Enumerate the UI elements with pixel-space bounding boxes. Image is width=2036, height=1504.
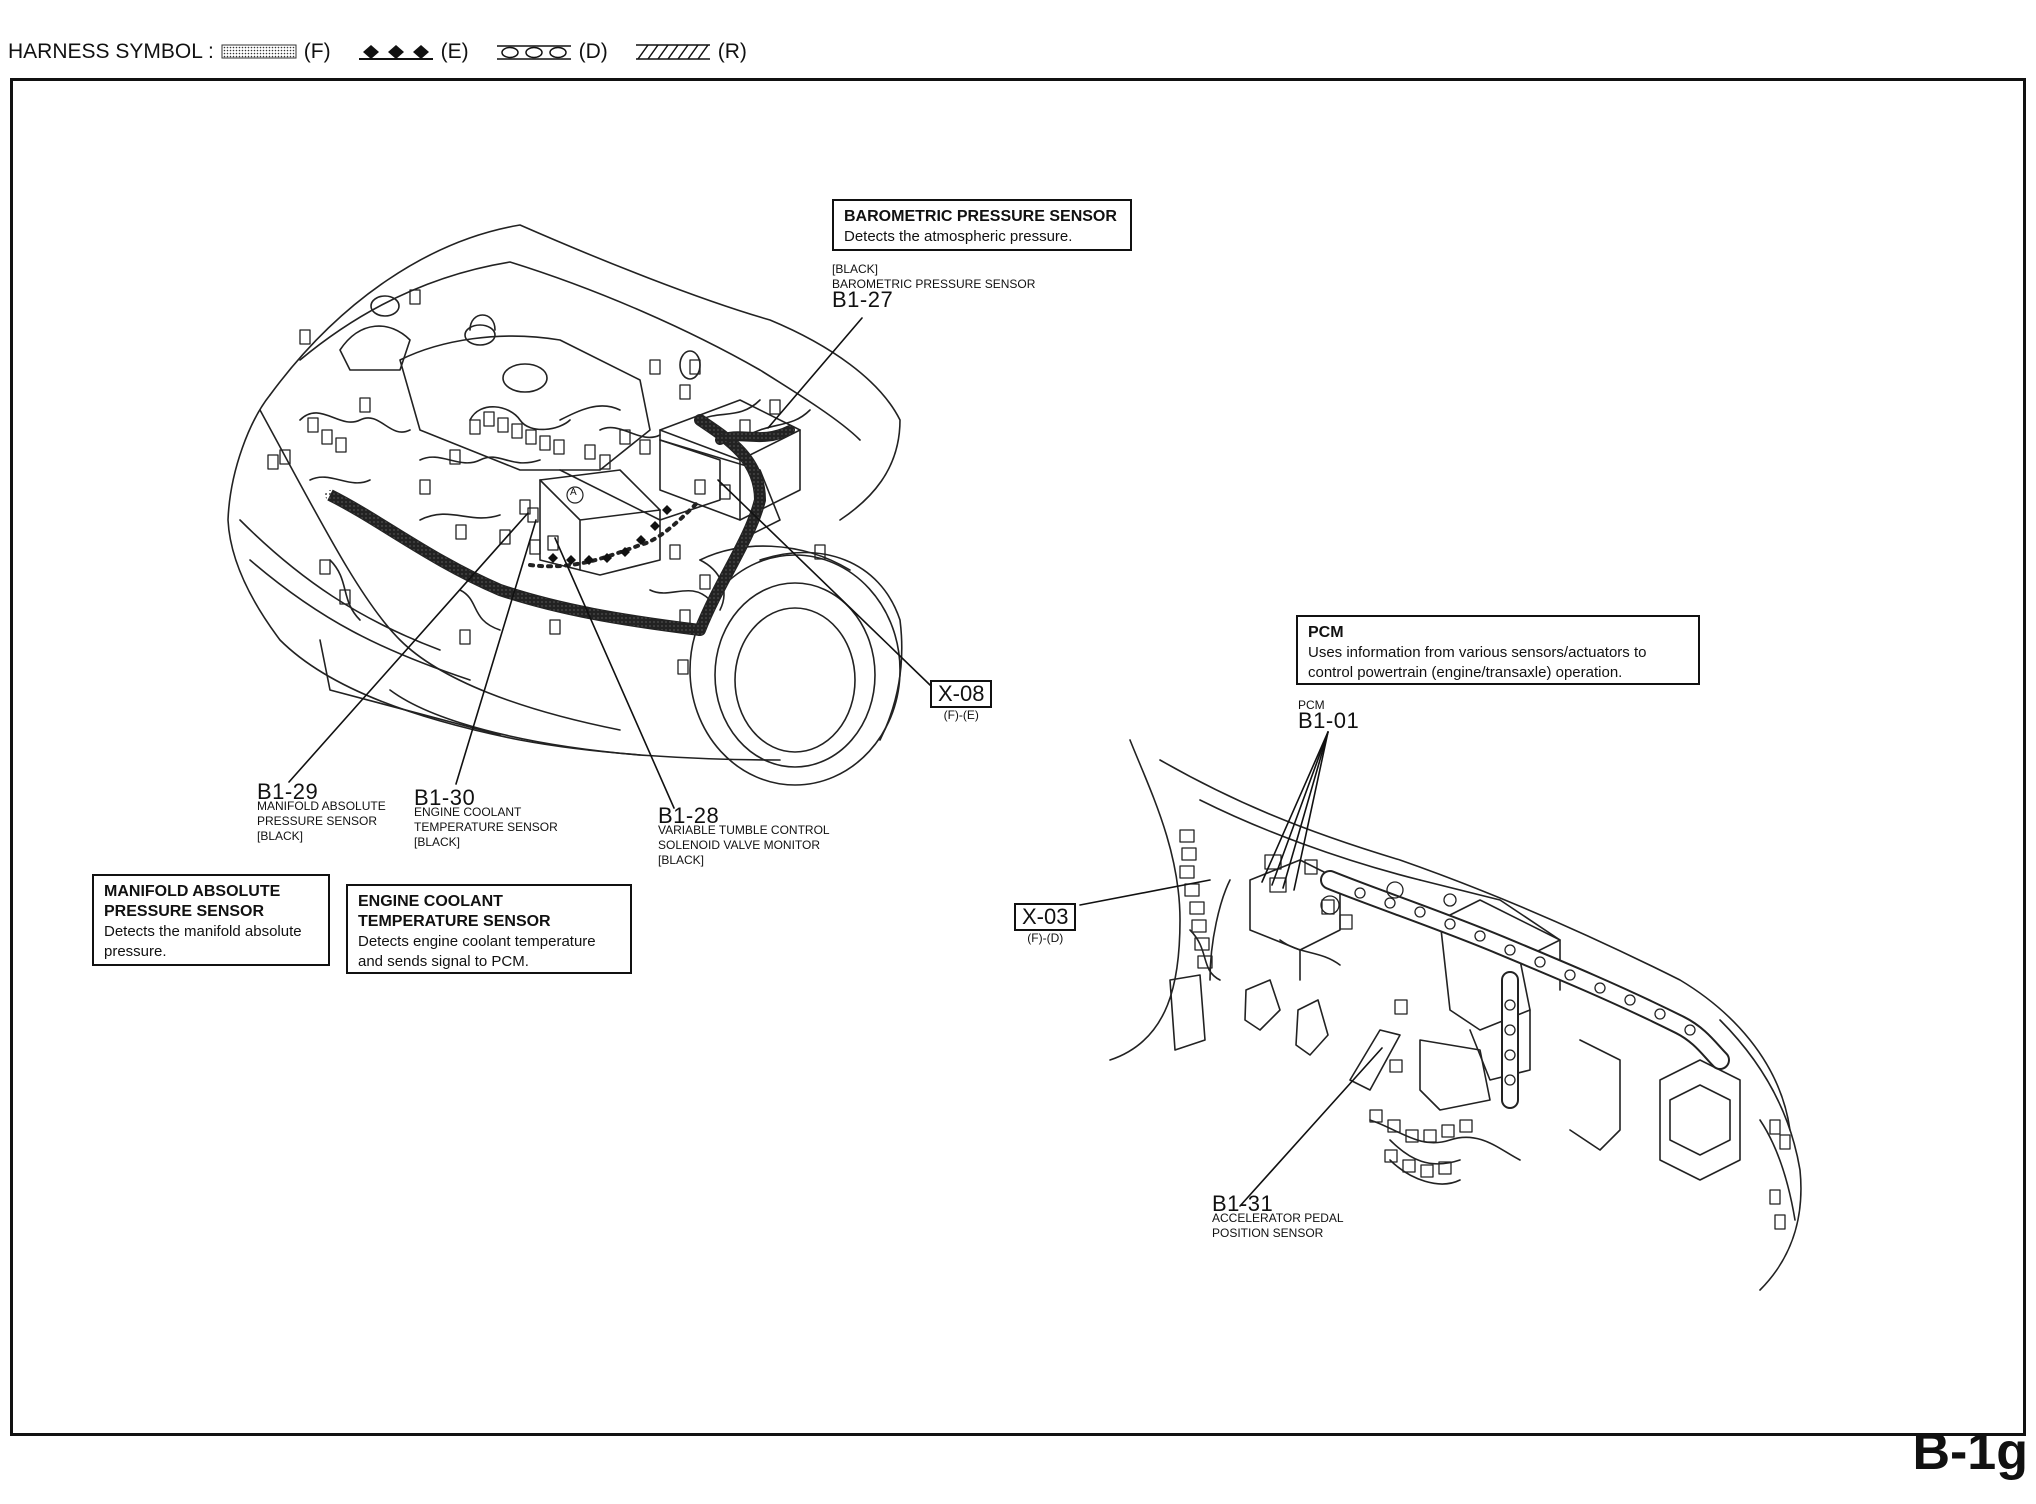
b1-27-label: [BLACK] BAROMETRIC PRESSURE SENSOR B1-27 (832, 262, 1036, 312)
circle-symbol-icon (496, 45, 571, 60)
harness-symbol-label: HARNESS SYMBOL : (8, 40, 214, 63)
dashboard-connectors-drawing (1179, 829, 1791, 1230)
b1-01-name: PCM (1298, 698, 1325, 712)
b1-28-code: B1-28 (658, 803, 720, 828)
b1-31-code: B1-31 (1212, 1191, 1274, 1216)
b1-01-code: B1-01 (1298, 708, 1360, 733)
b1-29-name-2: PRESSURE SENSOR (257, 814, 378, 828)
diamond-harness-drawing (548, 505, 672, 565)
circle-harness-drawing (1320, 870, 1730, 1109)
diagram-frame (10, 78, 2026, 1436)
b1-28-label: B1-28 VARIABLE TUMBLE CONTROL SOLENOID V… (658, 803, 830, 868)
manifold-box-text-2: pressure. (104, 943, 167, 960)
engine-marker-a: A (570, 487, 577, 498)
b1-30-color: [BLACK] (414, 835, 461, 849)
leader-lines (288, 317, 1383, 1207)
manifold-box-title-2: PRESSURE SENSOR (104, 903, 265, 920)
engine-connectors-drawing (267, 289, 826, 675)
b1-29-code: B1-29 (257, 779, 319, 804)
b1-30-name-1: ENGINE COOLANT (414, 805, 522, 819)
coolant-box-title-2: TEMPERATURE SENSOR (358, 913, 551, 930)
x-08-code: X-08 (930, 680, 993, 708)
engine-bay-drawing (227, 224, 903, 786)
barometric-pressure-sensor-box: BAROMETRIC PRESSURE SENSOR Detects the a… (832, 199, 1132, 251)
legend-code-f: (F) (303, 40, 331, 63)
manifold-absolute-pressure-sensor-box: MANIFOLD ABSOLUTE PRESSURE SENSOR Detect… (92, 874, 330, 966)
legend-code-d: (D) (578, 40, 608, 63)
b1-31-name-1: ACCELERATOR PEDAL (1212, 1211, 1344, 1225)
legend-code-e: (E) (440, 40, 469, 63)
legend-code-r: (R) (717, 40, 747, 63)
b1-28-name-2: SOLENOID VALVE MONITOR (658, 838, 821, 852)
dotted-fill-symbol-icon (221, 44, 297, 59)
b1-30-name-2: TEMPERATURE SENSOR (414, 820, 558, 834)
b1-27-name: BAROMETRIC PRESSURE SENSOR (832, 277, 1036, 291)
b1-27-color: [BLACK] (832, 262, 879, 276)
coolant-box-title-1: ENGINE COOLANT (358, 893, 503, 910)
x-03-sub: (F)-(D) (1027, 931, 1064, 945)
diamond-symbol-icon (358, 45, 433, 60)
pcm-box-text-1: Uses information from various sensors/ac… (1308, 644, 1647, 661)
b1-31-name-2: POSITION SENSOR (1212, 1226, 1324, 1240)
barometric-box-title: BAROMETRIC PRESSURE SENSOR (844, 208, 1117, 225)
pcm-box-text-2: control powertrain (engine/transaxle) op… (1308, 664, 1623, 681)
harness-symbol-legend: HARNESS SYMBOL : (F) (E) (D) (R) (8, 40, 767, 64)
pcm-box: PCM Uses information from various sensor… (1296, 615, 1700, 685)
b1-29-label: B1-29 MANIFOLD ABSOLUTE PRESSURE SENSOR … (257, 779, 386, 844)
coolant-box-text-2: and sends signal to PCM. (358, 953, 529, 970)
b1-28-color: [BLACK] (658, 853, 705, 867)
coolant-box-text-1: Detects engine coolant temperature (358, 933, 596, 950)
x-03-ref: X-03 (F)-(D) (1014, 903, 1077, 945)
b1-01-label: PCM B1-01 (1298, 698, 1360, 733)
x-08-ref: X-08 (F)-(E) (930, 680, 993, 722)
b1-28-name-1: VARIABLE TUMBLE CONTROL (658, 823, 830, 837)
b1-29-name-1: MANIFOLD ABSOLUTE (257, 799, 386, 813)
hatched-symbol-icon (635, 44, 710, 60)
b1-27-code: B1-27 (832, 287, 894, 312)
b1-30-code: B1-30 (414, 785, 476, 810)
harness-strip-drawing (325, 414, 795, 636)
b1-29-color: [BLACK] (257, 829, 304, 843)
b1-31-label: B1-31 ACCELERATOR PEDAL POSITION SENSOR (1212, 1191, 1344, 1241)
b1-30-label: B1-30 ENGINE COOLANT TEMPERATURE SENSOR … (414, 785, 558, 850)
page-number: B-1g (1912, 1423, 2028, 1481)
engine-coolant-temperature-sensor-box: ENGINE COOLANT TEMPERATURE SENSOR Detect… (346, 884, 632, 974)
barometric-box-text: Detects the atmospheric pressure. (844, 228, 1073, 245)
x-03-code: X-03 (1014, 903, 1077, 931)
pcm-box-title: PCM (1308, 624, 1344, 641)
x-08-sub: (F)-(E) (943, 708, 979, 722)
manifold-box-title-1: MANIFOLD ABSOLUTE (104, 883, 281, 900)
manifold-box-text-1: Detects the manifold absolute (104, 923, 302, 940)
